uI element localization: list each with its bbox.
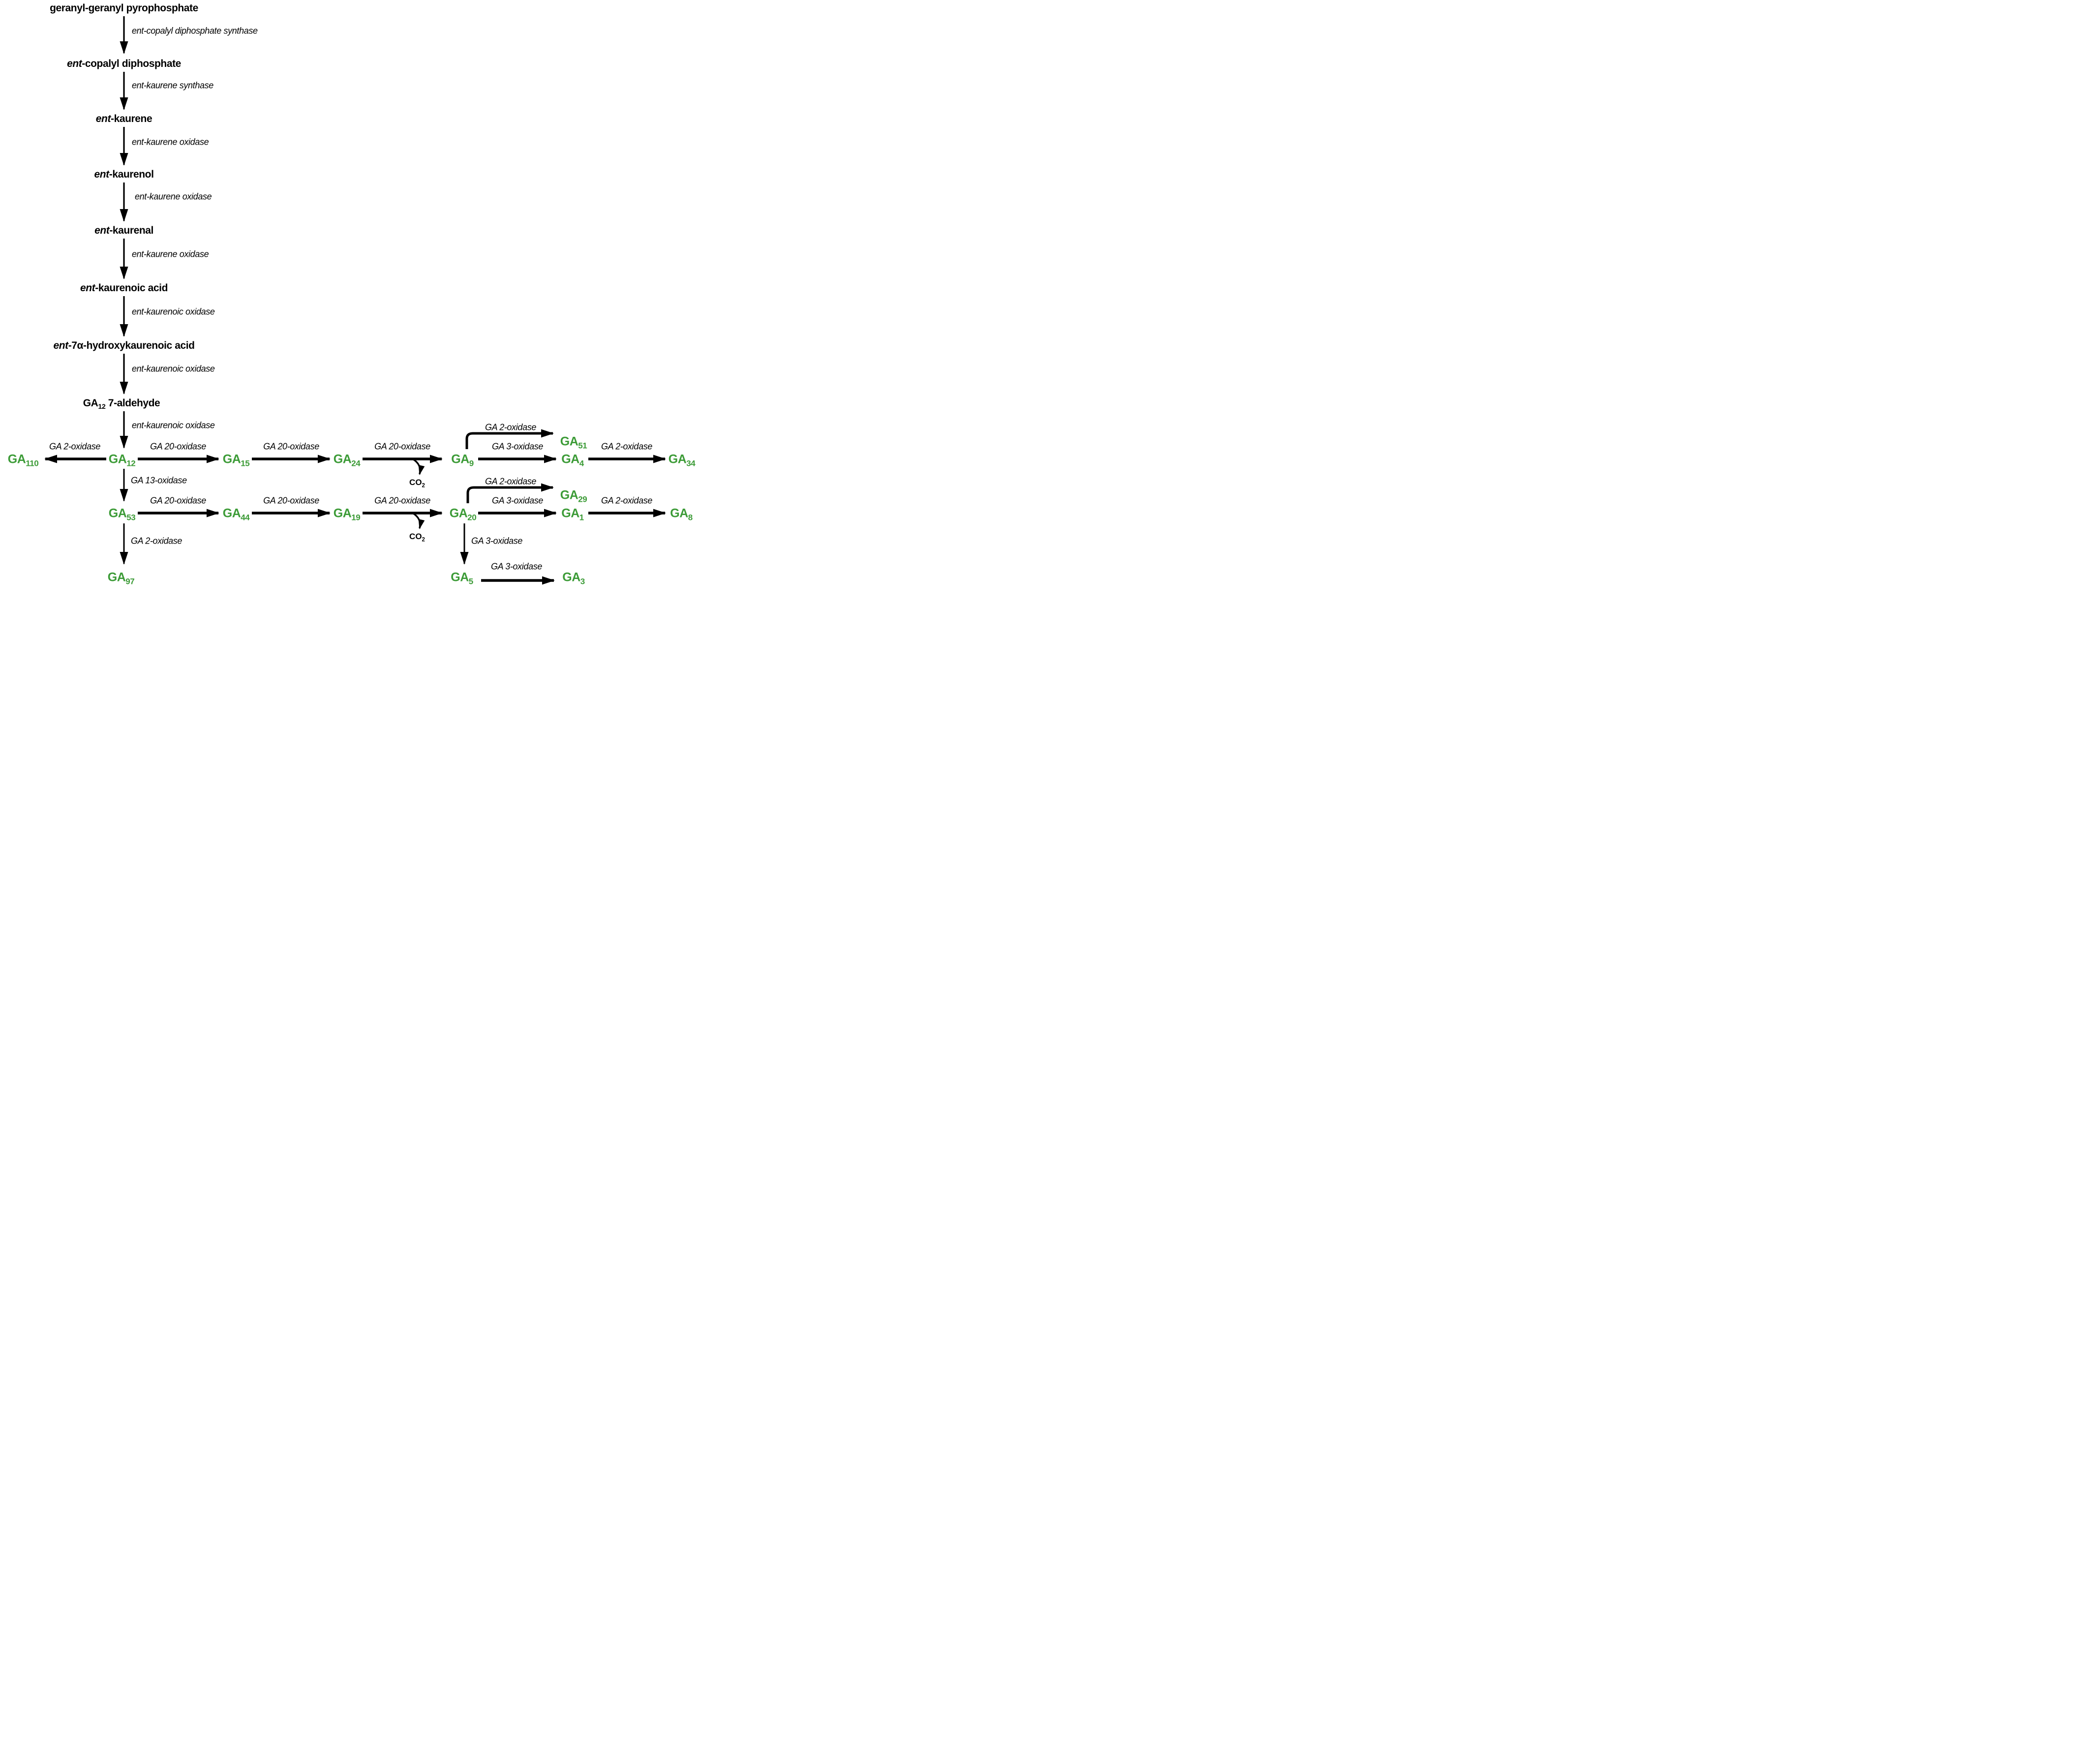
compound-ga12-7-aldehyde: GA12 7-aldehyde [83, 397, 160, 411]
node-ga8: GA8 [670, 506, 693, 522]
reaction-label-ga12-ga15: GA 20-oxidase [150, 441, 206, 452]
node-ga29: GA29 [560, 488, 587, 504]
node-ga12: GA12 [108, 452, 136, 468]
reaction-label-ga19-ga20: GA 20-oxidase [374, 495, 430, 506]
compound-ent-kaurenoic-acid: ent-kaurenoic acid [80, 282, 168, 294]
arrow-co2-upper [412, 458, 425, 475]
node-ga24: GA24 [333, 452, 361, 468]
enzyme-label-ent-kaurenoic-oxidase-3: ent-kaurenoic oxidase [132, 420, 215, 430]
enzyme-label-ent-kaurenoic-oxidase-1: ent-kaurenoic oxidase [132, 306, 215, 317]
compound-ent-kaurenal: ent-kaurenal [94, 225, 153, 236]
reaction-label-ga20-ga5: GA 3-oxidase [471, 536, 523, 546]
node-ga4: GA4 [561, 452, 584, 468]
node-ga97: GA97 [107, 570, 135, 586]
reaction-label-ga12-ga53: GA 13-oxidase [131, 475, 187, 486]
node-ga15: GA15 [222, 452, 250, 468]
node-ga51: GA51 [560, 434, 587, 451]
enzyme-label-ent-kaurene-oxidase-2: ent-kaurene oxidase [135, 191, 212, 202]
node-ga9: GA9 [451, 452, 474, 468]
enzyme-label-ent-copalyl-diphosphate-synthase: ent-copalyl diphosphate synthase [132, 26, 258, 36]
co2-upper-label: CO2 [409, 478, 425, 489]
reaction-label-ga24-ga9: GA 20-oxidase [374, 441, 430, 452]
node-ga20: GA20 [449, 506, 477, 522]
node-ga44: GA44 [222, 506, 250, 522]
node-ga3: GA3 [562, 570, 585, 586]
reaction-label-ga53-ga44: GA 20-oxidase [150, 495, 206, 506]
compound-ent-copalyl-diphosphate: ent-copalyl diphosphate [67, 58, 181, 69]
compound-ent-kaurenol: ent-kaurenol [94, 169, 154, 180]
reaction-label-ga44-ga19: GA 20-oxidase [263, 495, 319, 506]
reaction-label-ga9-ga51: GA 2-oxidase [485, 422, 537, 432]
reaction-label-ga20-ga29: GA 2-oxidase [485, 476, 537, 487]
reaction-label-ga1-ga8: GA 2-oxidase [601, 495, 653, 506]
reaction-label-ga53-ga97: GA 2-oxidase [131, 536, 182, 546]
enzyme-label-ent-kaurenoic-oxidase-2: ent-kaurenoic oxidase [132, 364, 215, 374]
compound-geranyl-geranyl-pyrophosphate: geranyl-geranyl pyrophosphate [50, 2, 198, 14]
node-ga1: GA1 [561, 506, 584, 522]
enzyme-label-ent-kaurene-synthase: ent-kaurene synthase [132, 80, 213, 91]
reaction-label-ga9-ga4: GA 3-oxidase [491, 441, 544, 452]
compound-ent-kaurene: ent-kaurene [95, 113, 152, 124]
node-ga53: GA53 [108, 506, 136, 522]
pathway-diagram: geranyl-geranyl pyrophosphate ent-copaly… [0, 0, 699, 588]
node-ga5: GA5 [451, 570, 473, 586]
node-ga110: GA110 [7, 452, 39, 468]
enzyme-label-ent-kaurene-oxidase-3: ent-kaurene oxidase [132, 249, 209, 259]
arrow-layer [44, 16, 666, 585]
enzyme-label-ent-kaurene-oxidase-1: ent-kaurene oxidase [132, 137, 209, 147]
arrow-ga20-ga29 [466, 483, 554, 503]
reaction-label-ga5-ga3: GA 3-oxidase [490, 561, 543, 572]
arrow-ga9-ga51 [465, 429, 554, 449]
compound-ent-7a-hydroxykaurenoic-acid: ent-7α-hydroxykaurenoic acid [53, 340, 195, 351]
reaction-label-ga15-ga24: GA 20-oxidase [263, 441, 319, 452]
reaction-label-ga20-ga1: GA 3-oxidase [491, 495, 544, 506]
reaction-label-ga12-ga110: GA 2-oxidase [49, 441, 101, 452]
co2-lower-label: CO2 [409, 532, 425, 543]
node-ga34: GA34 [668, 452, 696, 468]
reaction-label-ga4-ga34: GA 2-oxidase [601, 441, 653, 452]
arrow-co2-lower [412, 512, 425, 529]
node-ga19: GA19 [333, 506, 361, 522]
